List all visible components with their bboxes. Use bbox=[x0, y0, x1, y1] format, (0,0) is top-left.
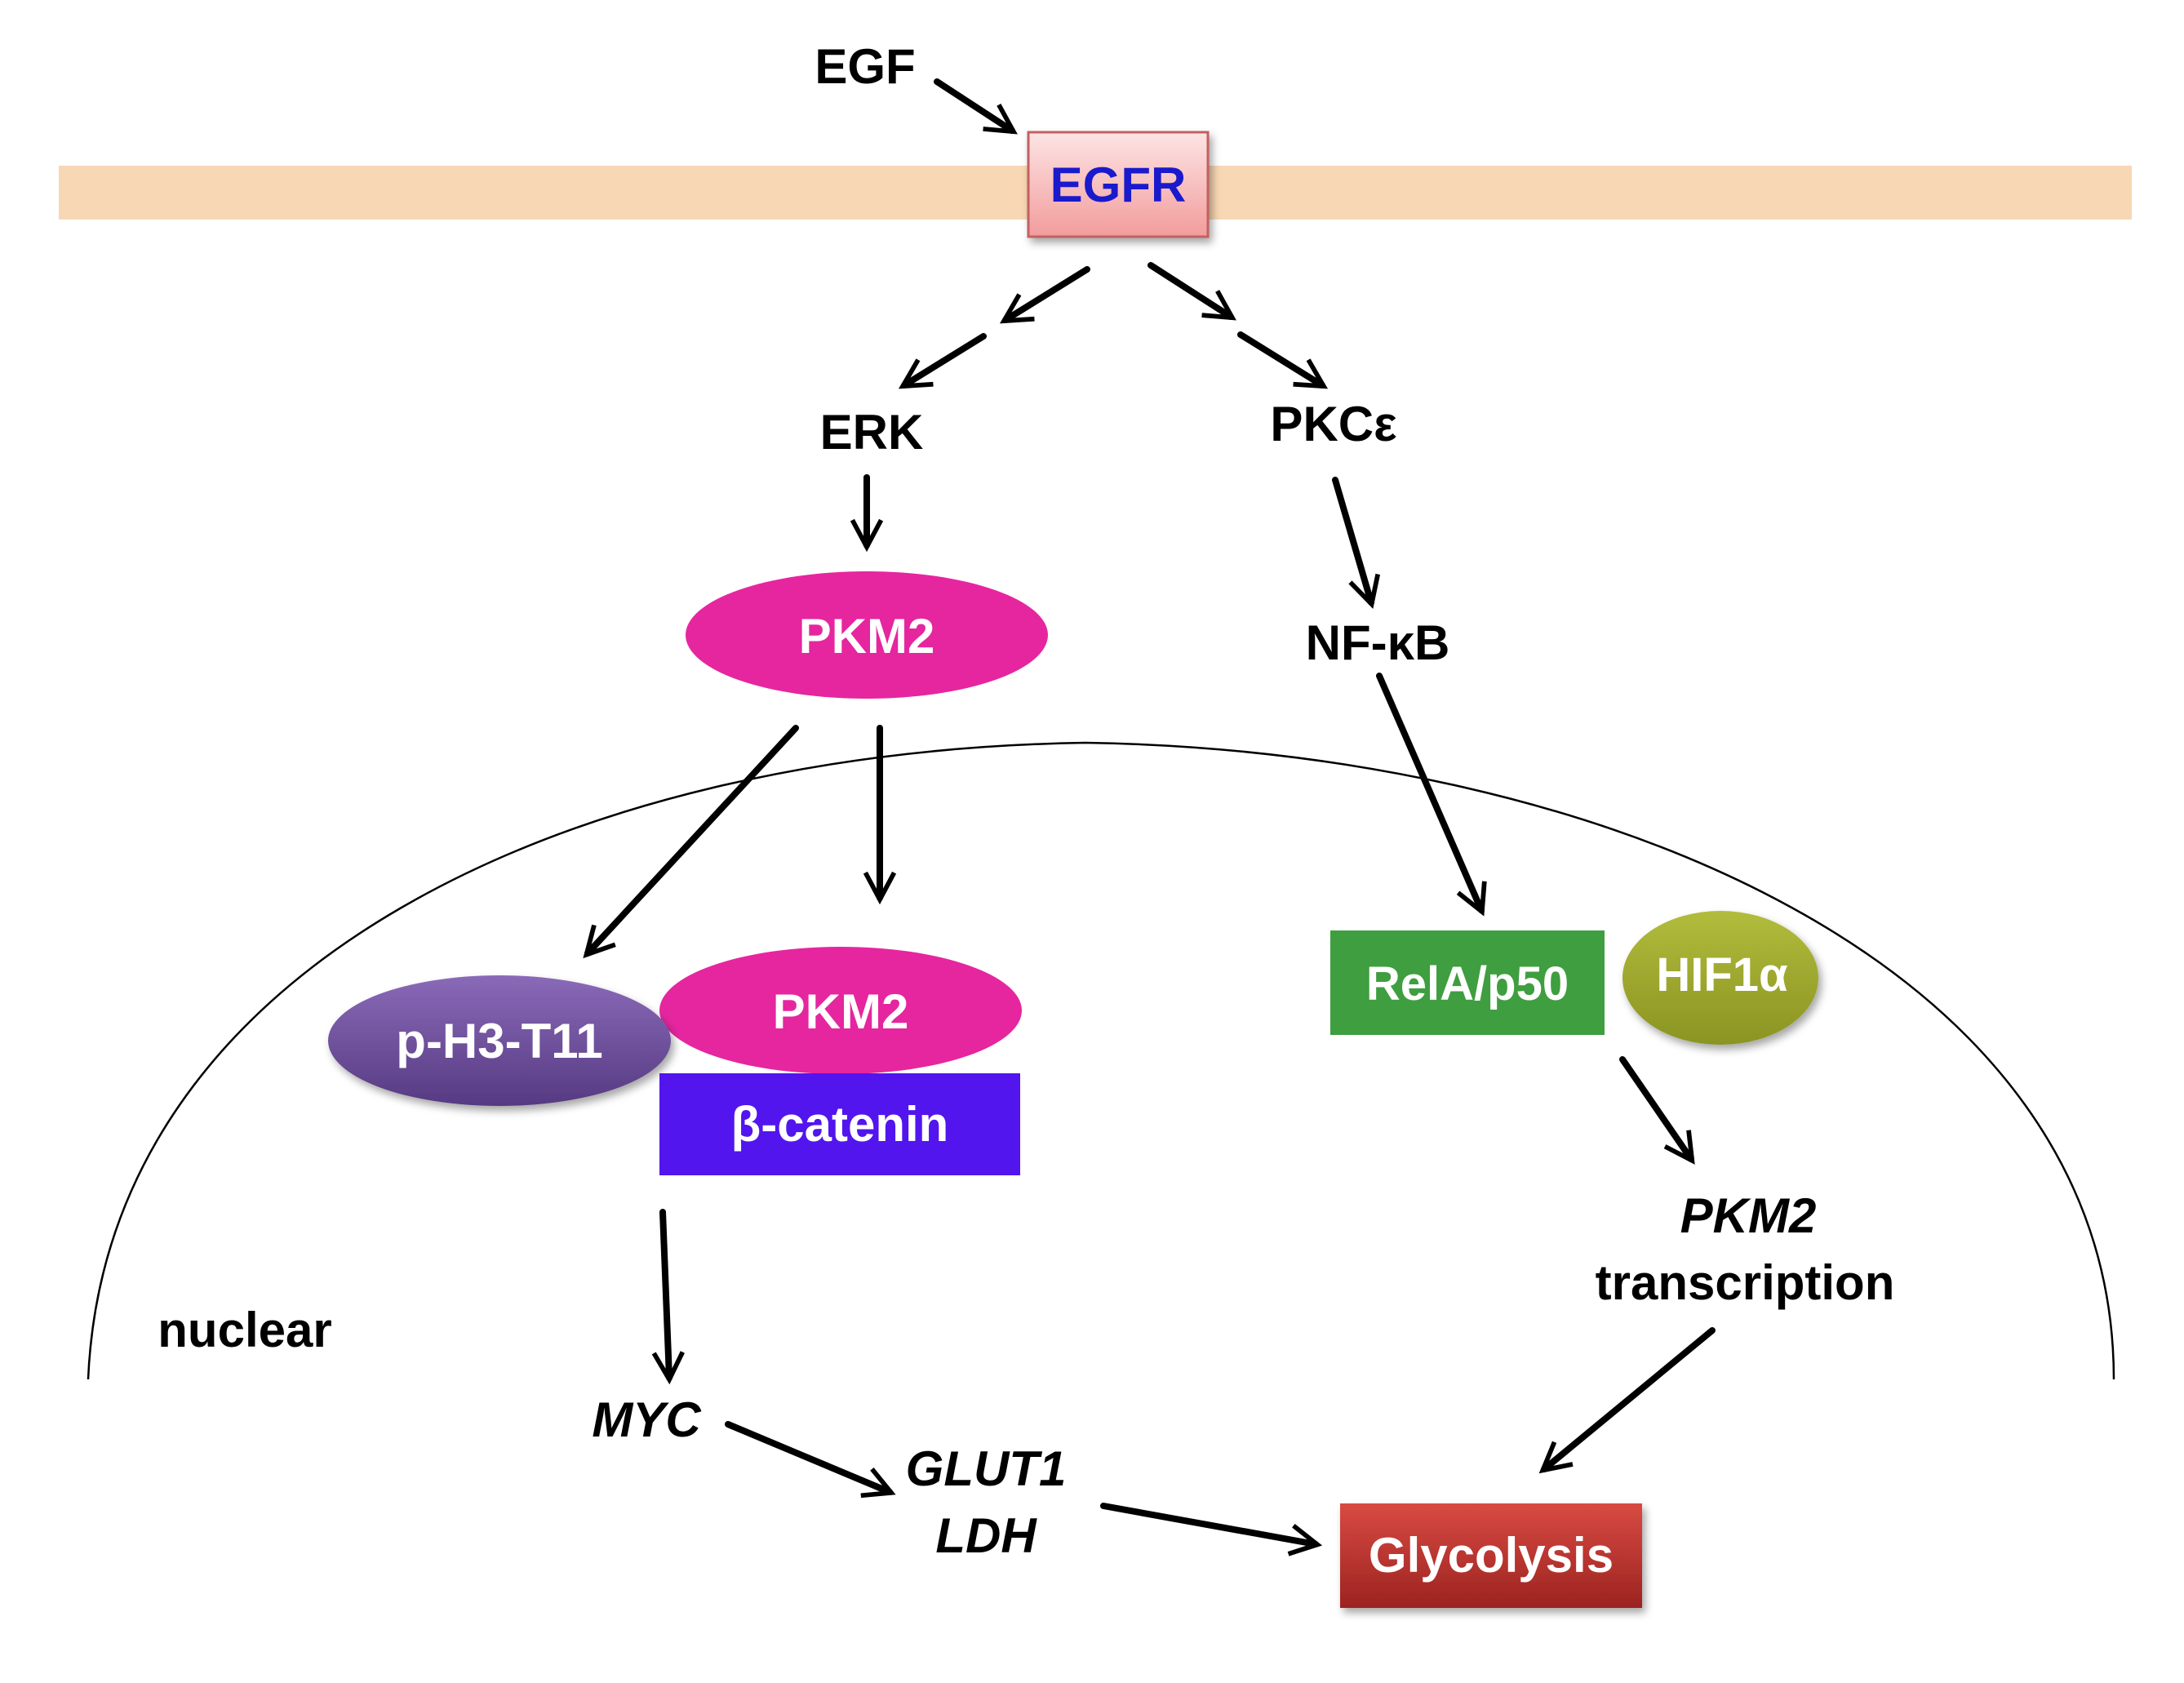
nuclear-label: nuclear bbox=[158, 1303, 331, 1357]
arrow-nfkb-rela bbox=[1376, 673, 1487, 917]
arrow-egfr-erk-b bbox=[898, 333, 987, 389]
pkm2-nuclear-label: PKM2 bbox=[773, 984, 909, 1039]
egf-label: EGF bbox=[815, 39, 915, 94]
arrow-egfr-pkce-b bbox=[1237, 331, 1329, 389]
glycolysis-box bbox=[1340, 1503, 1642, 1608]
arrow-egfr-erk-a bbox=[999, 266, 1090, 324]
pkm2-transcription-gene: PKM2 bbox=[1680, 1188, 1817, 1243]
bcatenin-label: β-catenin bbox=[731, 1097, 949, 1152]
hif1a-label: HIF1α bbox=[1656, 948, 1788, 1001]
arrow-complex-tx bbox=[1619, 1056, 1695, 1165]
glycolysis-node: Glycolysis bbox=[1340, 1503, 1642, 1608]
erk-label: ERK bbox=[820, 405, 924, 460]
pkce-label: PKCε bbox=[1270, 397, 1396, 451]
nfkb-label: NF-κB bbox=[1306, 615, 1450, 670]
ldh-label: LDH bbox=[935, 1508, 1037, 1563]
pkm2-transcription-word: transcription bbox=[1596, 1255, 1895, 1310]
ph3t11-label: p-H3-T11 bbox=[396, 1014, 602, 1068]
pkm2-nuclear-shape bbox=[659, 947, 1022, 1074]
rela-label: RelA/p50 bbox=[1366, 957, 1569, 1010]
rela-node: RelA/p50 bbox=[1330, 930, 1605, 1035]
arrow-pkce-nfkb bbox=[1332, 477, 1381, 609]
ph3t11-shape bbox=[328, 975, 671, 1106]
pkm2-nuclear-node: PKM2 bbox=[659, 947, 1022, 1074]
ph3t11-node: p-H3-T11 bbox=[328, 975, 671, 1106]
egfr-box bbox=[1027, 131, 1210, 238]
arrow-glut1-glycolysis bbox=[1100, 1503, 1323, 1556]
rela-box bbox=[1330, 930, 1605, 1035]
pkm2-cytoplasmic-shape bbox=[686, 571, 1048, 699]
egfr-node: EGFR bbox=[1027, 131, 1210, 238]
arrows bbox=[583, 78, 1716, 1556]
glut1-label: GLUT1 bbox=[906, 1441, 1067, 1496]
pkm2-cytoplasmic-label: PKM2 bbox=[799, 609, 935, 664]
bcatenin-box bbox=[659, 1073, 1020, 1175]
pkm2-cytoplasmic-node: PKM2 bbox=[686, 571, 1048, 699]
nuclear-envelope bbox=[87, 741, 2115, 1380]
arrow-bcat-myc bbox=[651, 1209, 685, 1385]
hif1a-shape bbox=[1622, 911, 1818, 1045]
hif1a-node: HIF1α bbox=[1622, 911, 1818, 1045]
arrow-pkm2-ph3 bbox=[583, 725, 799, 959]
arrow-egf-egfr bbox=[934, 78, 1018, 135]
myc-label: MYC bbox=[592, 1392, 702, 1447]
egfr-label: EGFR bbox=[1050, 158, 1187, 212]
arrow-tx-glycolysis bbox=[1538, 1327, 1716, 1474]
bcatenin-node: β-catenin bbox=[659, 1073, 1020, 1175]
glycolysis-label: Glycolysis bbox=[1369, 1528, 1614, 1583]
arrow-myc-glut1 bbox=[725, 1421, 896, 1499]
arrow-egfr-pkce-a bbox=[1147, 262, 1236, 321]
